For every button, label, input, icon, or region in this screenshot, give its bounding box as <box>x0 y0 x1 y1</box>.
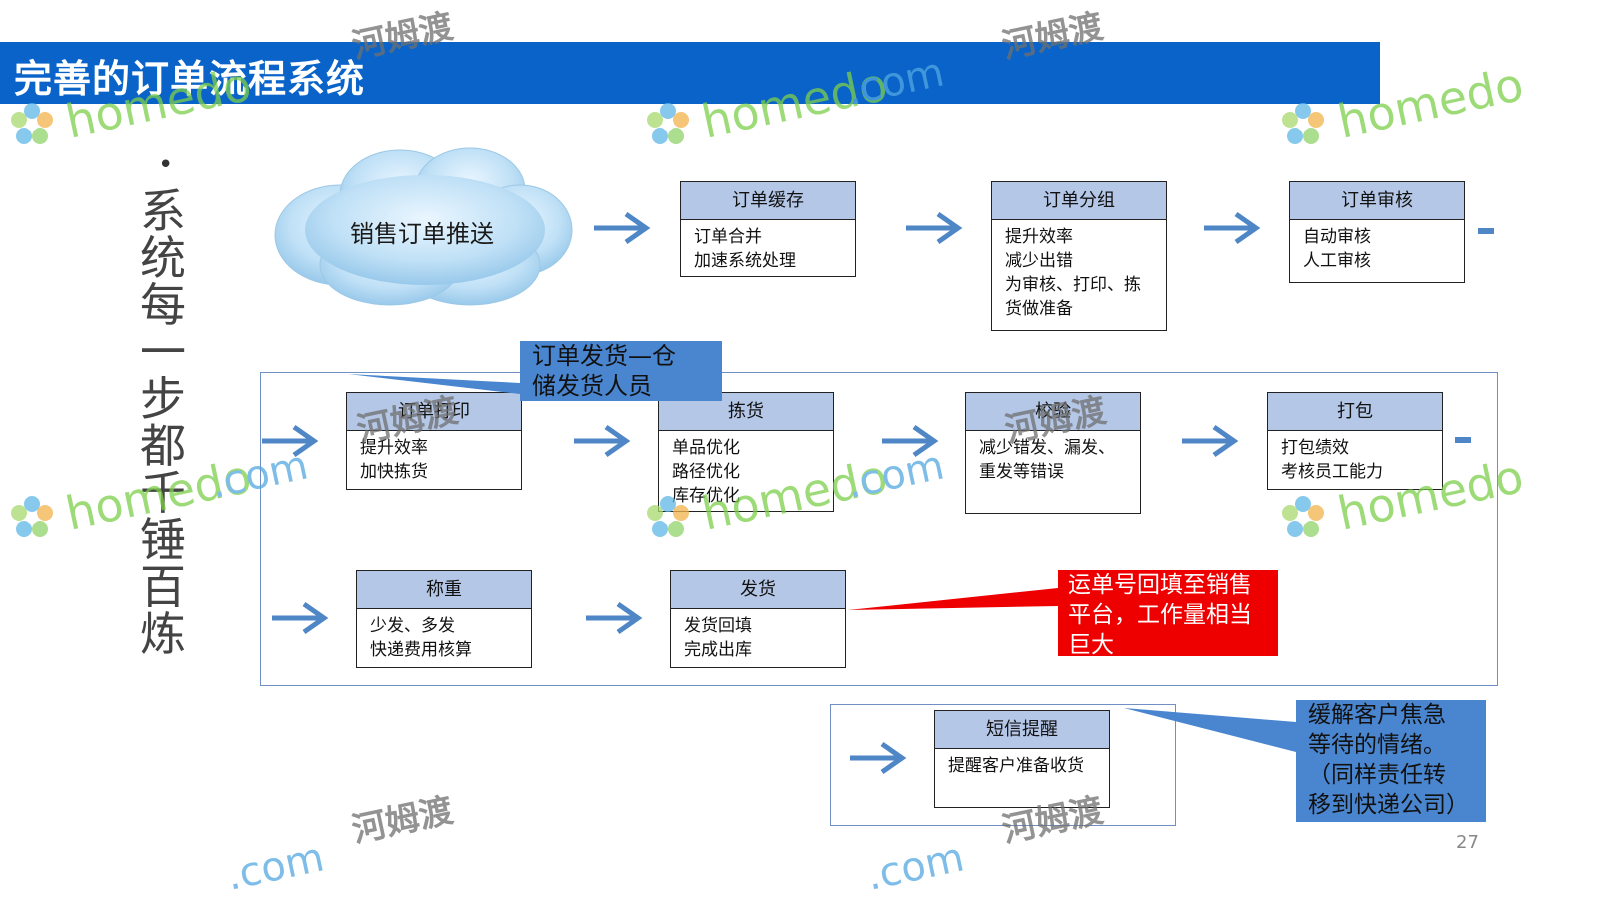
arrow-right-icon <box>1204 214 1256 242</box>
box-line: 路径优化 <box>672 462 740 482</box>
box-order-cache: 订单缓存 订单合并 加速系统处理 <box>680 181 856 277</box>
box-packing: 打包 打包绩效 考核员工能力 <box>1267 392 1443 490</box>
box-line: 加速系统处理 <box>694 251 796 271</box>
page-number: 27 <box>1456 832 1479 853</box>
box-line: 货做准备 <box>1005 299 1073 319</box>
box-line: 考核员工能力 <box>1281 462 1383 482</box>
page-title: 完善的订单流程系统 <box>14 57 366 101</box>
callout-warehouse-staff: 订单发货—仓 储发货人员 <box>520 341 722 401</box>
slogan-char: 都 <box>140 419 186 473</box>
box-sms-reminder: 短信提醒 提醒客户准备收货 <box>934 710 1110 808</box>
box-body: 单品优化 路径优化 库存优化 <box>659 431 833 513</box>
box-line: 提升效率 <box>360 438 428 458</box>
box-line: 打包绩效 <box>1281 438 1349 458</box>
box-body: 打包绩效 考核员工能力 <box>1268 431 1442 489</box>
callout-line: 订单发货—仓 <box>532 342 676 370</box>
box-title: 短信提醒 <box>935 711 1109 749</box>
box-body: 自动审核 人工审核 <box>1290 220 1464 278</box>
callout-line: 巨大 <box>1068 632 1114 658</box>
box-body: 提醒客户准备收货 <box>935 749 1109 783</box>
watermark-logo-icon <box>1282 103 1324 144</box>
arrow-right-icon <box>906 214 958 242</box>
watermark-logo-icon <box>11 496 53 537</box>
box-body: 发货回填 完成出库 <box>671 609 845 667</box>
callout-line: 等待的情绪。 <box>1308 732 1446 758</box>
title-bar: 完善的订单流程系统 <box>0 42 1380 104</box>
box-line: 加快拣货 <box>360 462 428 482</box>
watermark-cn: 河姆渡 <box>349 790 457 850</box>
box-body: 订单合并 加速系统处理 <box>681 220 855 278</box>
box-order-print: 订单打印 提升效率 加快拣货 <box>346 392 522 490</box>
slogan-char: 百 <box>140 560 186 614</box>
box-shipping: 发货 发货回填 完成出库 <box>670 570 846 668</box>
box-line: 少发、多发 <box>370 616 455 636</box>
cloud-label: 销售订单推送 <box>350 220 494 248</box>
box-line: 快递费用核算 <box>370 640 472 660</box>
box-body: 提升效率 减少出错 为审核、打印、拣 货做准备 <box>992 220 1166 326</box>
callout-waybill: 运单号回填至销售 平台，工作量相当 巨大 <box>1058 570 1278 658</box>
box-line: 提醒客户准备收货 <box>948 756 1084 776</box>
box-order-review: 订单审核 自动审核 人工审核 <box>1289 181 1465 283</box>
continuation-dash <box>1455 437 1471 443</box>
box-line: 提升效率 <box>1005 227 1073 247</box>
slogan-char: 系 <box>140 184 186 238</box>
box-title: 称重 <box>357 571 531 609</box>
box-line: 减少错发、漏发、 <box>979 438 1115 458</box>
box-body: 少发、多发 快递费用核算 <box>357 609 531 667</box>
box-line: 订单合并 <box>694 227 762 247</box>
watermark-domain: .com <box>223 834 329 899</box>
box-line: 重发等错误 <box>979 462 1064 482</box>
callout-line: 运单号回填至销售 <box>1068 572 1252 598</box>
watermark-logo-icon <box>11 103 53 144</box>
slogan-char: 一 <box>140 325 186 379</box>
box-line: 减少出错 <box>1005 251 1073 271</box>
arrow-right-icon <box>594 214 646 242</box>
box-order-group: 订单分组 提升效率 减少出错 为审核、打印、拣 货做准备 <box>991 181 1167 331</box>
vertical-slogan: 系 统 每 一 步 都 千 锤 百 炼 <box>138 188 188 658</box>
callout-line: 平台，工作量相当 <box>1068 602 1252 628</box>
bullet: • <box>158 150 174 180</box>
callout-line: 移到快递公司） <box>1308 792 1469 818</box>
slogan-char: 炼 <box>140 607 186 661</box>
box-title: 订单打印 <box>347 393 521 431</box>
cloud-shape <box>274 147 573 306</box>
slogan-char: 锤 <box>140 513 186 567</box>
continuation-dash <box>1478 228 1494 234</box>
callout-line: 缓解客户焦急 <box>1308 702 1446 728</box>
box-verify: 校验 减少错发、漏发、 重发等错误 <box>965 392 1141 514</box>
box-title: 发货 <box>671 571 845 609</box>
slogan-char: 千 <box>140 466 186 520</box>
box-line: 完成出库 <box>684 640 752 660</box>
slogan-char: 步 <box>140 372 186 426</box>
callout-customer: 缓解客户焦急 等待的情绪。 （同样责任转 移到快递公司） <box>1296 700 1486 822</box>
box-line: 发货回填 <box>684 616 752 636</box>
box-picking: 拣货 单品优化 路径优化 库存优化 <box>658 392 834 512</box>
box-line: 单品优化 <box>672 438 740 458</box>
box-title: 打包 <box>1268 393 1442 431</box>
watermark-logo-icon <box>647 103 689 144</box>
box-line: 人工审核 <box>1303 251 1371 271</box>
box-line: 为审核、打印、拣 <box>1005 275 1141 295</box>
box-title: 订单审核 <box>1290 182 1464 220</box>
slogan-char: 每 <box>140 278 186 332</box>
box-weighing: 称重 少发、多发 快递费用核算 <box>356 570 532 668</box>
box-line: 自动审核 <box>1303 227 1371 247</box>
box-body: 提升效率 加快拣货 <box>347 431 521 489</box>
box-body: 减少错发、漏发、 重发等错误 <box>966 431 1140 489</box>
warehouse-process-group <box>260 372 1498 686</box>
box-title: 校验 <box>966 393 1140 431</box>
box-title: 订单分组 <box>992 182 1166 220</box>
box-line: 库存优化 <box>672 486 740 506</box>
watermark-domain: .com <box>863 834 969 899</box>
callout-line: 储发货人员 <box>532 372 652 400</box>
callout-line: （同样责任转 <box>1308 762 1446 788</box>
slogan-char: 统 <box>140 231 186 285</box>
box-title: 订单缓存 <box>681 182 855 220</box>
sms-group <box>830 704 1176 826</box>
